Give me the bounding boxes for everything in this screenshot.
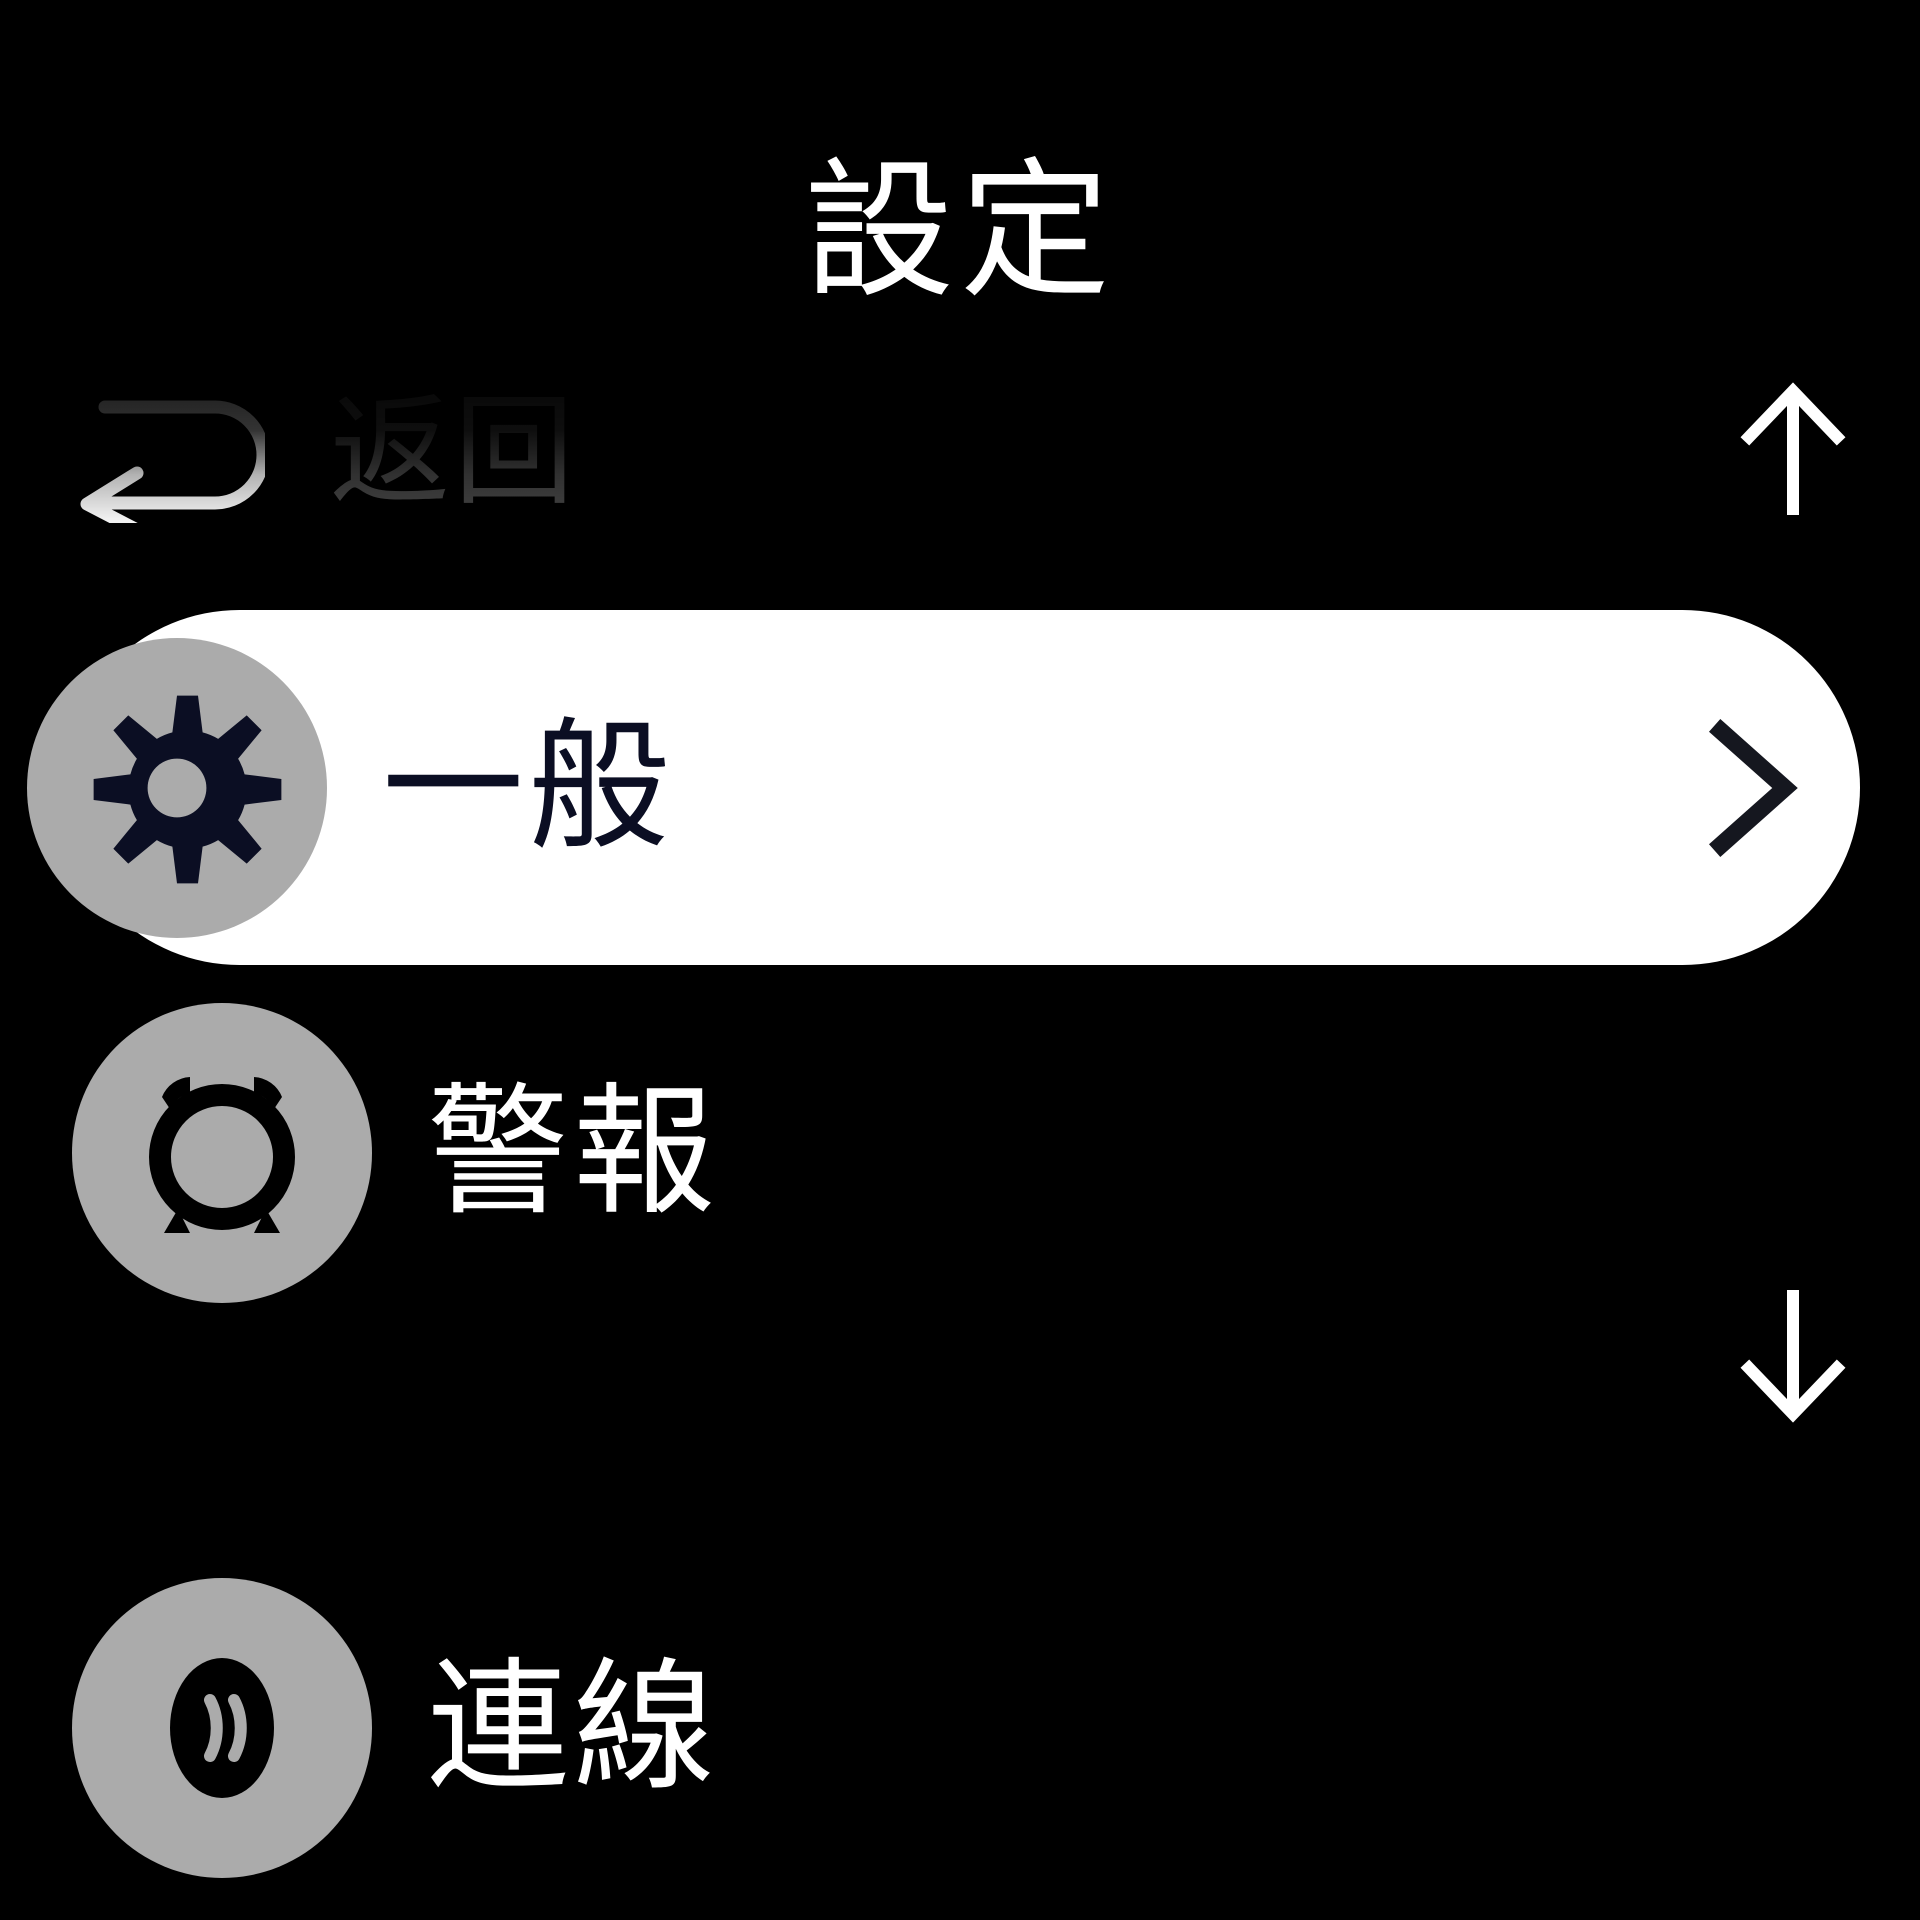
arrow-down-icon[interactable]: [1728, 1275, 1858, 1435]
list-item-label: 連線: [427, 1644, 719, 1810]
back-label: 返回: [330, 382, 578, 522]
list-item-label: 一般: [382, 704, 674, 870]
list-item[interactable]: 連線: [0, 1550, 1920, 1905]
chevron-right-icon[interactable]: [1703, 713, 1808, 863]
arrow-up-icon[interactable]: [1728, 370, 1858, 530]
connectivity-icon: [72, 1577, 372, 1878]
page-title: 設定: [803, 145, 1116, 319]
gear-icon: [27, 637, 327, 938]
list-item[interactable]: 一般: [0, 610, 1920, 965]
list-item-label: 警報: [427, 1069, 719, 1235]
back-row[interactable]: 返回: [0, 360, 1560, 545]
back-arrow-icon: [0, 360, 330, 545]
selected-row-background: [62, 610, 1860, 965]
list-item[interactable]: 警報: [0, 975, 1920, 1330]
alarm-clock-icon: [72, 1002, 372, 1303]
